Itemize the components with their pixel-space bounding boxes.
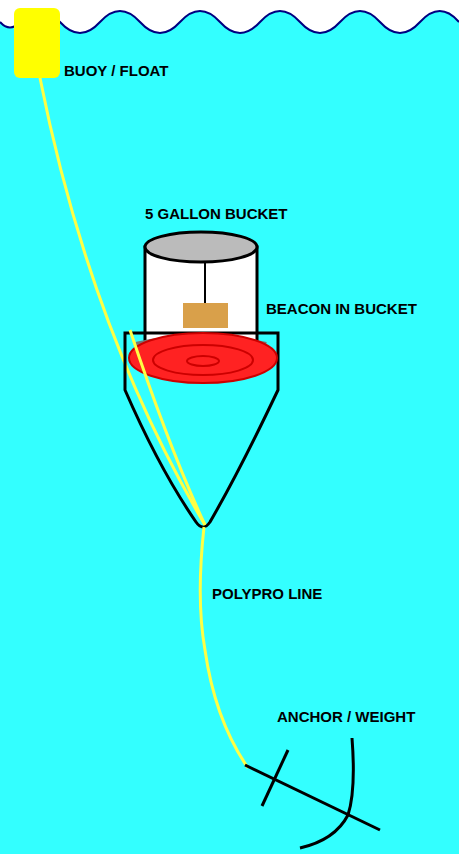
- part-label: POLYPRO LINE: [212, 585, 322, 603]
- buoy: [14, 8, 60, 78]
- disc-ring: [153, 345, 253, 375]
- disc-ring: [187, 356, 219, 366]
- anchor-stock: [262, 750, 288, 806]
- sky: [0, 0, 459, 33]
- beacon-wire: [204, 262, 206, 305]
- part-label: 5 GALLON BUCKET: [145, 205, 288, 223]
- part-label: BUOY / FLOAT: [64, 62, 168, 80]
- part-label: BEACON IN BUCKET: [266, 300, 417, 318]
- funnel: [125, 333, 278, 527]
- part-label: ANCHOR / WEIGHT: [277, 708, 415, 726]
- float-disc: [129, 333, 277, 383]
- anchor-fluke: [300, 738, 353, 848]
- buoy-line: [130, 330, 205, 525]
- water-surface: [0, 11, 459, 33]
- beacon: [183, 303, 228, 328]
- polypro-line: [200, 527, 248, 768]
- bucket-lid: [145, 232, 257, 262]
